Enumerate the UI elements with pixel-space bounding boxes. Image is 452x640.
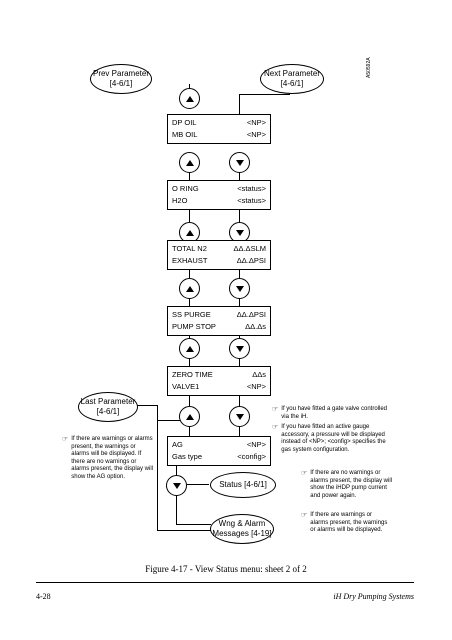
note-warnings-present: ☞ If there are warnings or alarms presen… bbox=[301, 512, 389, 535]
screen-row2-left: MB OIL bbox=[172, 130, 198, 139]
screen-row2-right: <NP> bbox=[246, 382, 266, 391]
page-number: 4-28 bbox=[36, 592, 51, 601]
display-screen: DP OIL <NP> MB OIL <NP> bbox=[167, 114, 271, 144]
up-arrow-icon bbox=[185, 413, 194, 420]
note-text: If there are warnings or alarms present,… bbox=[71, 436, 153, 480]
wng-alarm-label: Wng & Alarm bbox=[218, 519, 266, 528]
screen-row1-left: O RING bbox=[172, 184, 199, 193]
screen-row2-right: ΔΔ.Δs bbox=[245, 322, 266, 331]
display-screen: ZERO TIME ΔΔs VALVE1 <NP> bbox=[167, 366, 271, 396]
up-arrow-icon bbox=[185, 95, 194, 102]
wng-alarm-ref: Messages [4-19] bbox=[212, 529, 272, 538]
pointing-hand-icon: ☞ bbox=[62, 436, 69, 443]
document-title: iH Dry Pumping Systems bbox=[333, 592, 414, 601]
last-parameter-label: Last Parameter bbox=[80, 397, 136, 406]
note-text: If you have fitted an active gauge acces… bbox=[281, 424, 386, 453]
screen-row1-right: ΔΔ.ΔSLM bbox=[233, 244, 266, 253]
note-text: If there are warnings or alarms present,… bbox=[310, 512, 388, 533]
screen-row1-left: TOTAL N2 bbox=[172, 244, 207, 253]
footer-divider bbox=[36, 582, 414, 583]
display-screen: AG <NP> Gas type <config> bbox=[167, 436, 271, 466]
screen-row1-right: <NP> bbox=[246, 118, 266, 127]
up-arrow-icon bbox=[185, 285, 194, 292]
next-parameter-ref: [4-6/1] bbox=[280, 79, 304, 88]
up-arrow-icon bbox=[185, 159, 194, 166]
screen-row1-left: SS PURGE bbox=[172, 310, 211, 319]
screen-row1-left: DP OIL bbox=[172, 118, 197, 127]
down-button[interactable] bbox=[229, 338, 250, 359]
last-parameter-oval: Last Parameter [4-6/1] bbox=[78, 392, 138, 422]
down-arrow-icon bbox=[235, 345, 244, 352]
note-gate-valve: ☞ If you have fitted a gate valve contro… bbox=[272, 406, 390, 421]
wng-alarm-oval: Wng & Alarm Messages [4-19] bbox=[210, 514, 274, 544]
screen-row2-right: ΔΔ.ΔPSI bbox=[236, 256, 266, 265]
down-button[interactable] bbox=[229, 406, 250, 427]
screen-row2-left: EXHAUST bbox=[172, 256, 208, 265]
down-button[interactable] bbox=[229, 278, 250, 299]
down-arrow-icon bbox=[172, 482, 181, 489]
down-arrow-icon bbox=[235, 413, 244, 420]
up-arrow-icon bbox=[185, 229, 194, 236]
down-arrow-icon bbox=[235, 159, 244, 166]
screen-row2-right: <config> bbox=[237, 452, 266, 461]
screen-row1-right: ΔΔ.ΔPSI bbox=[236, 310, 266, 319]
screen-row1-right: ΔΔs bbox=[252, 370, 266, 379]
pointing-hand-icon: ☞ bbox=[272, 406, 279, 413]
figure-id: A50592A bbox=[366, 57, 372, 78]
pointing-hand-icon: ☞ bbox=[301, 470, 308, 477]
screen-row2-left: PUMP STOP bbox=[172, 322, 216, 331]
up-button[interactable] bbox=[179, 152, 200, 173]
down-button[interactable] bbox=[229, 222, 250, 243]
status-label: Status [4-6/1] bbox=[219, 480, 267, 489]
prev-parameter-label: Prev Parameter bbox=[92, 69, 150, 78]
display-screen: SS PURGE ΔΔ.ΔPSI PUMP STOP ΔΔ.Δs bbox=[167, 306, 271, 336]
screen-row2-right: <NP> bbox=[246, 130, 266, 139]
display-screen: TOTAL N2 ΔΔ.ΔSLM EXHAUST ΔΔ.ΔPSI bbox=[167, 240, 271, 270]
note-text: If there are no warnings or alarms prese… bbox=[310, 470, 392, 499]
screen-row1-left: ZERO TIME bbox=[172, 370, 213, 379]
screen-row2-left: VALVE1 bbox=[172, 382, 200, 391]
note-no-warnings: ☞ If there are no warnings or alarms pre… bbox=[301, 470, 395, 500]
prev-parameter-oval: Prev Parameter [4-6/1] bbox=[90, 64, 152, 94]
screen-row2-left: Gas type bbox=[172, 452, 203, 461]
last-parameter-ref: [4-6/1] bbox=[96, 407, 120, 416]
screen-row1-right: <NP> bbox=[246, 440, 266, 449]
screen-row2-left: H2O bbox=[172, 196, 188, 205]
up-button[interactable] bbox=[179, 278, 200, 299]
up-button[interactable] bbox=[179, 338, 200, 359]
next-parameter-oval: Next Parameter [4-6/1] bbox=[260, 64, 324, 94]
up-button[interactable] bbox=[179, 406, 200, 427]
down-button[interactable] bbox=[229, 152, 250, 173]
note-left-warnings: ☞ If there are warnings or alarms presen… bbox=[62, 436, 154, 481]
figure-caption: Figure 4-17 - View Status menu: sheet 2 … bbox=[145, 564, 307, 574]
display-screen: O RING <status> H2O <status> bbox=[167, 180, 271, 210]
screen-row1-right: <status> bbox=[237, 184, 266, 193]
screen-row2-right: <status> bbox=[237, 196, 266, 205]
down-button[interactable] bbox=[166, 475, 187, 496]
pointing-hand-icon: ☞ bbox=[301, 512, 308, 519]
prev-parameter-ref: [4-6/1] bbox=[109, 79, 133, 88]
note-text: If you have fitted a gate valve controll… bbox=[281, 406, 388, 420]
up-button[interactable] bbox=[179, 88, 200, 109]
pointing-hand-icon: ☞ bbox=[272, 424, 279, 431]
down-arrow-icon bbox=[235, 285, 244, 292]
next-parameter-label: Next Parameter bbox=[263, 69, 321, 78]
screen-row1-left: AG bbox=[172, 440, 183, 449]
status-oval: Status [4-6/1] bbox=[210, 472, 276, 498]
note-active-gauge: ☞ If you have fitted an active gauge acc… bbox=[272, 424, 394, 454]
up-arrow-icon bbox=[185, 345, 194, 352]
down-arrow-icon bbox=[235, 229, 244, 236]
